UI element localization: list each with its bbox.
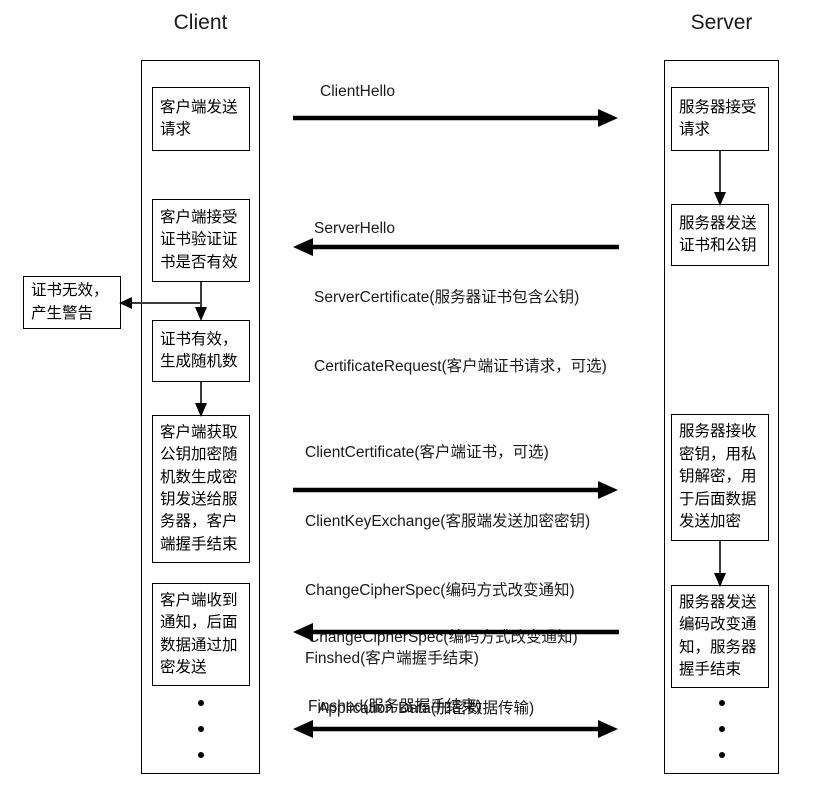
server-column-title: Server xyxy=(690,11,753,34)
server-ellipsis-dot xyxy=(719,700,725,706)
message-line-server-certificate: ServerCertificate(服务器证书包含公钥) xyxy=(314,288,580,306)
message-arrow-client-hello xyxy=(293,109,618,127)
client-node-verify-cert-label: 客户端接受证书验证证书是否有效 xyxy=(160,208,238,271)
connector-verify-to-invalid xyxy=(119,296,202,309)
connector-accept-to-sendcert xyxy=(714,151,726,206)
server-node-decrypt-key-label: 服务器接收密钥，用私钥解密，用于后面数据发送加密 xyxy=(679,423,757,531)
client-ellipsis xyxy=(197,700,205,758)
message-label-client-key-exchange: ClientCertificate(客户端证书，可选) ClientKeyExc… xyxy=(305,396,590,717)
message-line-change-cipher-spec-client: ChangeCipherSpec(编码方式改变通知) xyxy=(305,581,575,599)
server-ellipsis xyxy=(718,700,726,758)
message-arrow-server-change-cipher xyxy=(293,623,619,641)
message-arrow-client-key-exchange xyxy=(293,481,618,499)
server-node-send-change-label: 服务器发送编码改变通知，服务器握手结束 xyxy=(679,593,757,678)
message-line-finished-server: Finshed(服务器握手结束) xyxy=(308,697,482,715)
message-line-client-certificate: ClientCertificate(客户端证书，可选) xyxy=(305,443,549,461)
client-node-cert-valid-label: 证书有效，生成随机数 xyxy=(160,330,238,370)
server-ellipsis-dot xyxy=(719,726,725,732)
message-line-server-hello: ServerHello xyxy=(314,219,395,237)
server-node-send-cert-label: 服务器发送证书和公钥 xyxy=(679,214,757,254)
message-line-finished-client: Finshed(客户端握手结束) xyxy=(305,650,479,668)
client-node-encrypt-key-label: 客户端获取公钥加密随机数生成密钥发送给服务器，客户端握手结束 xyxy=(160,423,238,553)
message-label-server-hello: ServerHello ServerCertificate(服务器证书包含公钥)… xyxy=(314,172,607,424)
message-line-certificate-request: CertificateRequest(客户端证书请求，可选) xyxy=(314,357,607,375)
client-ellipsis-dot xyxy=(198,752,204,758)
client-ellipsis-dot xyxy=(198,726,204,732)
message-label-application-data: Application Data(加密数据传输) xyxy=(318,700,535,717)
connector-decrypt-to-sendchange xyxy=(714,541,726,587)
client-node-cert-valid: 证书有效，生成随机数 xyxy=(152,320,250,382)
branch-node-cert-invalid-label: 证书无效，产生警告 xyxy=(31,282,109,322)
server-ellipsis-dot xyxy=(719,752,725,758)
server-node-decrypt-key: 服务器接收密钥，用私钥解密，用于后面数据发送加密 xyxy=(671,414,769,541)
server-node-send-change: 服务器发送编码改变通知，服务器握手结束 xyxy=(671,585,769,688)
connector-valid-to-encrypt xyxy=(195,382,207,417)
message-label-client-hello: ClientHello xyxy=(320,83,395,100)
client-ellipsis-dot xyxy=(198,700,204,706)
branch-node-cert-invalid: 证书无效，产生警告 xyxy=(23,276,121,329)
client-node-send-request: 客户端发送请求 xyxy=(152,87,250,151)
server-node-accept-request-label: 服务器接受请求 xyxy=(679,98,757,138)
client-node-recv-notice: 客户端收到通知，后面数据通过加密发送 xyxy=(152,583,250,686)
server-node-send-cert: 服务器发送证书和公钥 xyxy=(671,204,769,266)
client-node-verify-cert: 客户端接受证书验证证书是否有效 xyxy=(152,199,250,282)
message-arrow-server-hello xyxy=(293,238,619,256)
message-arrow-application-data xyxy=(293,720,618,738)
client-node-recv-notice-label: 客户端收到通知，后面数据通过加密发送 xyxy=(160,591,238,676)
client-node-send-request-label: 客户端发送请求 xyxy=(160,98,238,138)
client-column-title: Client xyxy=(173,11,228,34)
server-node-accept-request: 服务器接受请求 xyxy=(671,87,769,151)
client-node-encrypt-key: 客户端获取公钥加密随机数生成密钥发送给服务器，客户端握手结束 xyxy=(152,415,250,563)
message-line-client-key-exchange: ClientKeyExchange(客服端发送加密密钥) xyxy=(305,512,591,530)
